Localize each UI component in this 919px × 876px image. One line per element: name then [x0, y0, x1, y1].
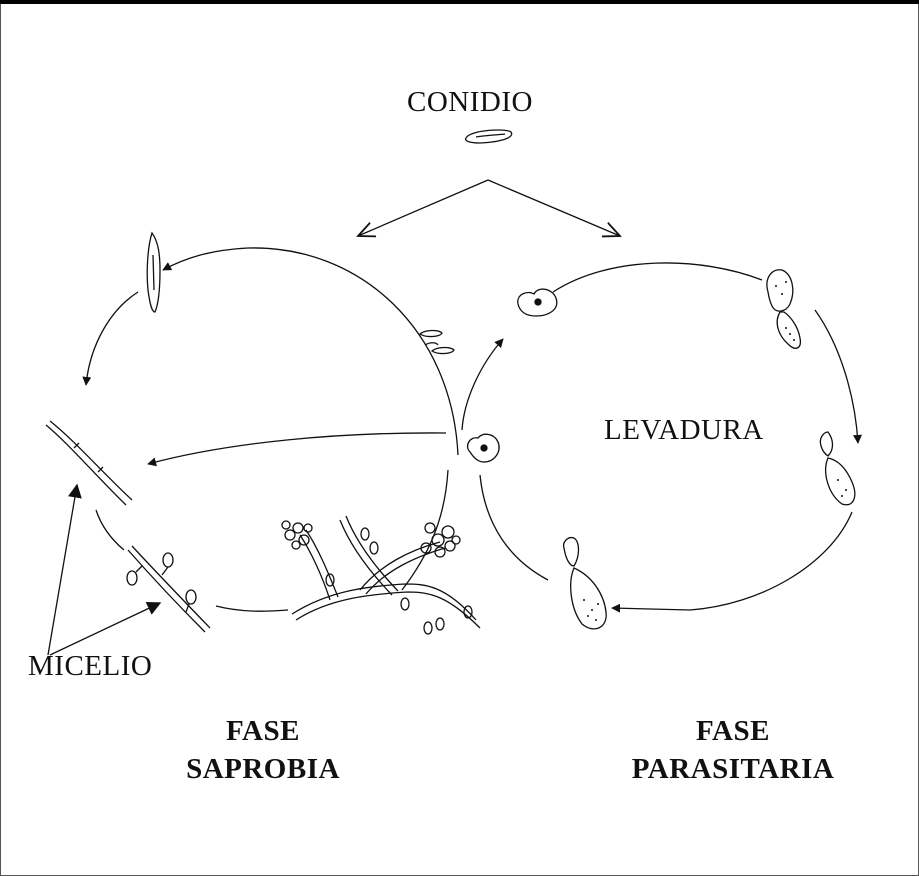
- budding-yeast-bottom: [562, 536, 607, 630]
- parasitic-lower-right-arc: [689, 511, 853, 611]
- label-levadura: LEVADURA: [604, 414, 764, 446]
- elongated-conidium: [146, 231, 161, 313]
- label-conidio: CONIDIO: [407, 86, 533, 118]
- parasitic-bottom-arrow: [611, 603, 691, 613]
- saprobic-middle-arrow: [147, 432, 447, 467]
- phase-saprobia-line1: FASE: [226, 715, 300, 747]
- conidium-cell: [464, 129, 513, 144]
- budding-yeast-topright: [766, 269, 802, 349]
- frame-top-border: [0, 0, 919, 4]
- branching-mycelium: [281, 515, 481, 635]
- parasitic-upper-arc-arrow: [461, 338, 504, 431]
- yeast-cell-center: [466, 433, 500, 463]
- parasitic-left-arc: [479, 474, 549, 581]
- hypha-upper-left: [45, 420, 133, 506]
- yeast-cell-top: [517, 288, 558, 317]
- phase-parasitaria-line2: PARASITARIA: [631, 753, 835, 785]
- saprobic-lower-arc: [95, 509, 125, 551]
- branch-arrow-right: [487, 179, 620, 236]
- phase-parasitaria: FASE PARASITARIA: [608, 712, 858, 788]
- phase-saprobia: FASE SAPROBIA: [168, 712, 358, 788]
- saprobic-top-arc-arrow: [162, 247, 459, 456]
- micelio-pointer-right: [49, 602, 162, 656]
- saprobic-left-arc-arrow: [82, 291, 139, 386]
- label-micelio: MICELIO: [28, 650, 153, 682]
- hypha-lower-left: [126, 545, 211, 633]
- parasitic-right-arc-arrow: [814, 309, 862, 444]
- yeast-stippling: [583, 281, 847, 621]
- conidia-pair: [418, 329, 455, 355]
- branch-arrow-left: [358, 179, 489, 236]
- budding-yeast-right: [819, 431, 856, 506]
- saprobic-bottom-arc: [215, 605, 289, 612]
- phase-parasitaria-line1: FASE: [696, 715, 770, 747]
- phase-saprobia-line2: SAPROBIA: [186, 753, 340, 785]
- micelio-pointer-up: [47, 483, 82, 656]
- parasitic-top-arc: [552, 262, 763, 293]
